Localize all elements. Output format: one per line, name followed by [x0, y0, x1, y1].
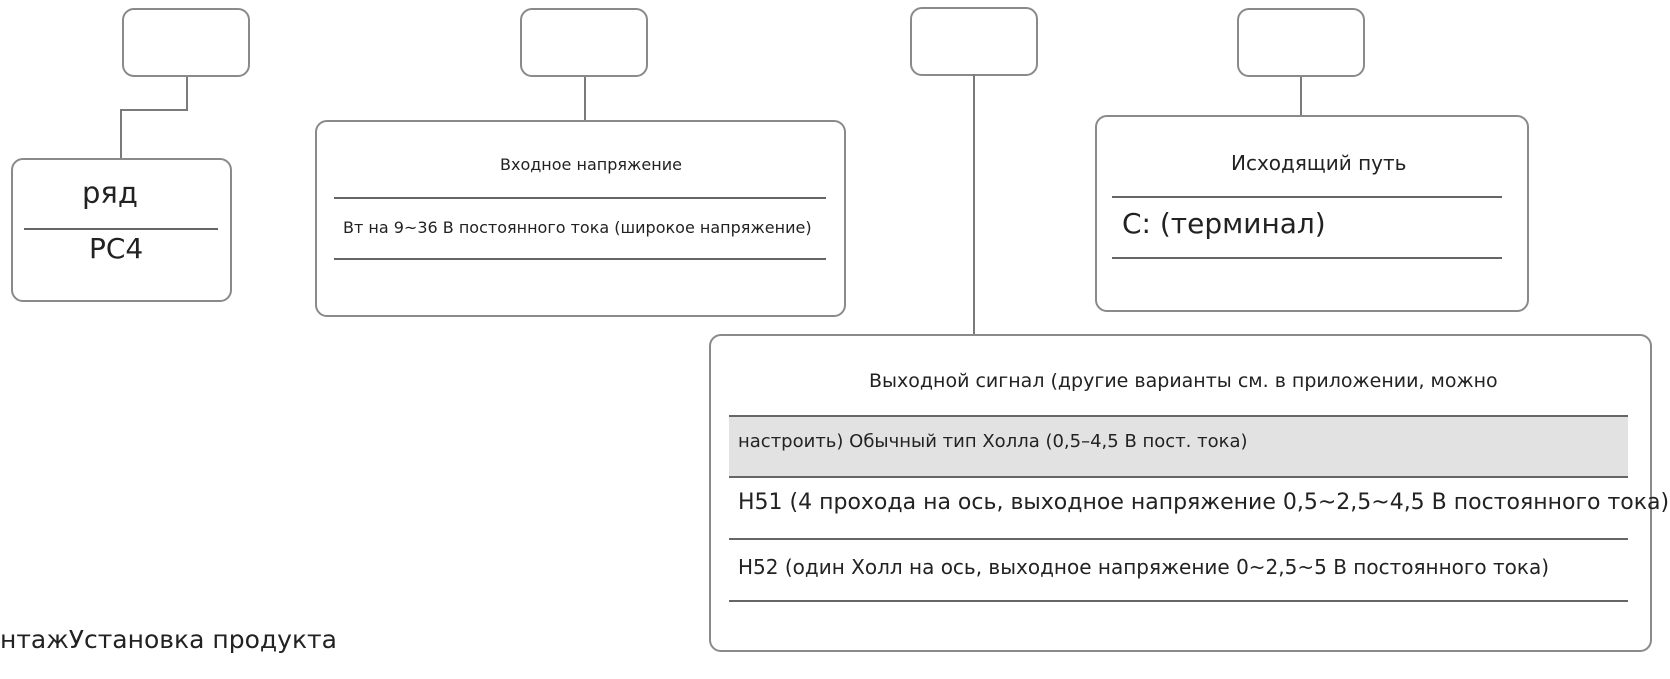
connector-1-horizontal	[120, 109, 188, 111]
footer-caption: нтажУстановка продукта	[0, 625, 337, 654]
empty-code-box-3	[910, 7, 1038, 76]
input-voltage-box	[315, 120, 846, 317]
output-path-bottom-divider	[1112, 257, 1502, 259]
empty-code-box-1	[122, 8, 250, 77]
output-path-top-divider	[1112, 196, 1502, 198]
connector-4	[1300, 77, 1302, 117]
empty-code-box-2	[520, 8, 648, 77]
output-signal-divider-2	[729, 476, 1628, 478]
connector-3	[973, 74, 975, 336]
input-voltage-top-divider	[334, 197, 826, 199]
output-signal-divider-3	[729, 538, 1628, 540]
series-box	[11, 158, 232, 302]
input-voltage-bottom-divider	[334, 258, 826, 260]
output-path-box	[1095, 115, 1529, 312]
input-voltage-value: Вт на 9~36 В постоянного тока (широкое н…	[343, 218, 812, 237]
output-signal-divider-1	[729, 415, 1628, 417]
output-signal-highlight-row	[729, 416, 1628, 476]
output-path-value: C: (терминал)	[1122, 207, 1326, 240]
output-signal-row-2: H51 (4 прохода на ось, выходное напряжен…	[738, 490, 1670, 515]
series-value: PC4	[89, 232, 144, 265]
output-signal-row-3: H52 (один Холл на ось, выходное напряжен…	[738, 555, 1550, 579]
output-signal-title: Выходной сигнал (другие варианты см. в п…	[869, 370, 1498, 392]
connector-1-vertical-top	[186, 77, 188, 111]
output-signal-box	[709, 334, 1652, 652]
series-divider	[24, 228, 218, 230]
output-path-label: Исходящий путь	[1231, 151, 1407, 175]
connector-2	[584, 77, 586, 120]
input-voltage-label: Входное напряжение	[500, 155, 682, 174]
output-signal-row-1: настроить) Обычный тип Холла (0,5–4,5 В …	[738, 431, 1248, 452]
empty-code-box-4	[1237, 8, 1365, 77]
series-label: ряд	[82, 176, 138, 210]
connector-1-vertical-bottom	[120, 109, 122, 159]
output-signal-divider-4	[729, 600, 1628, 602]
